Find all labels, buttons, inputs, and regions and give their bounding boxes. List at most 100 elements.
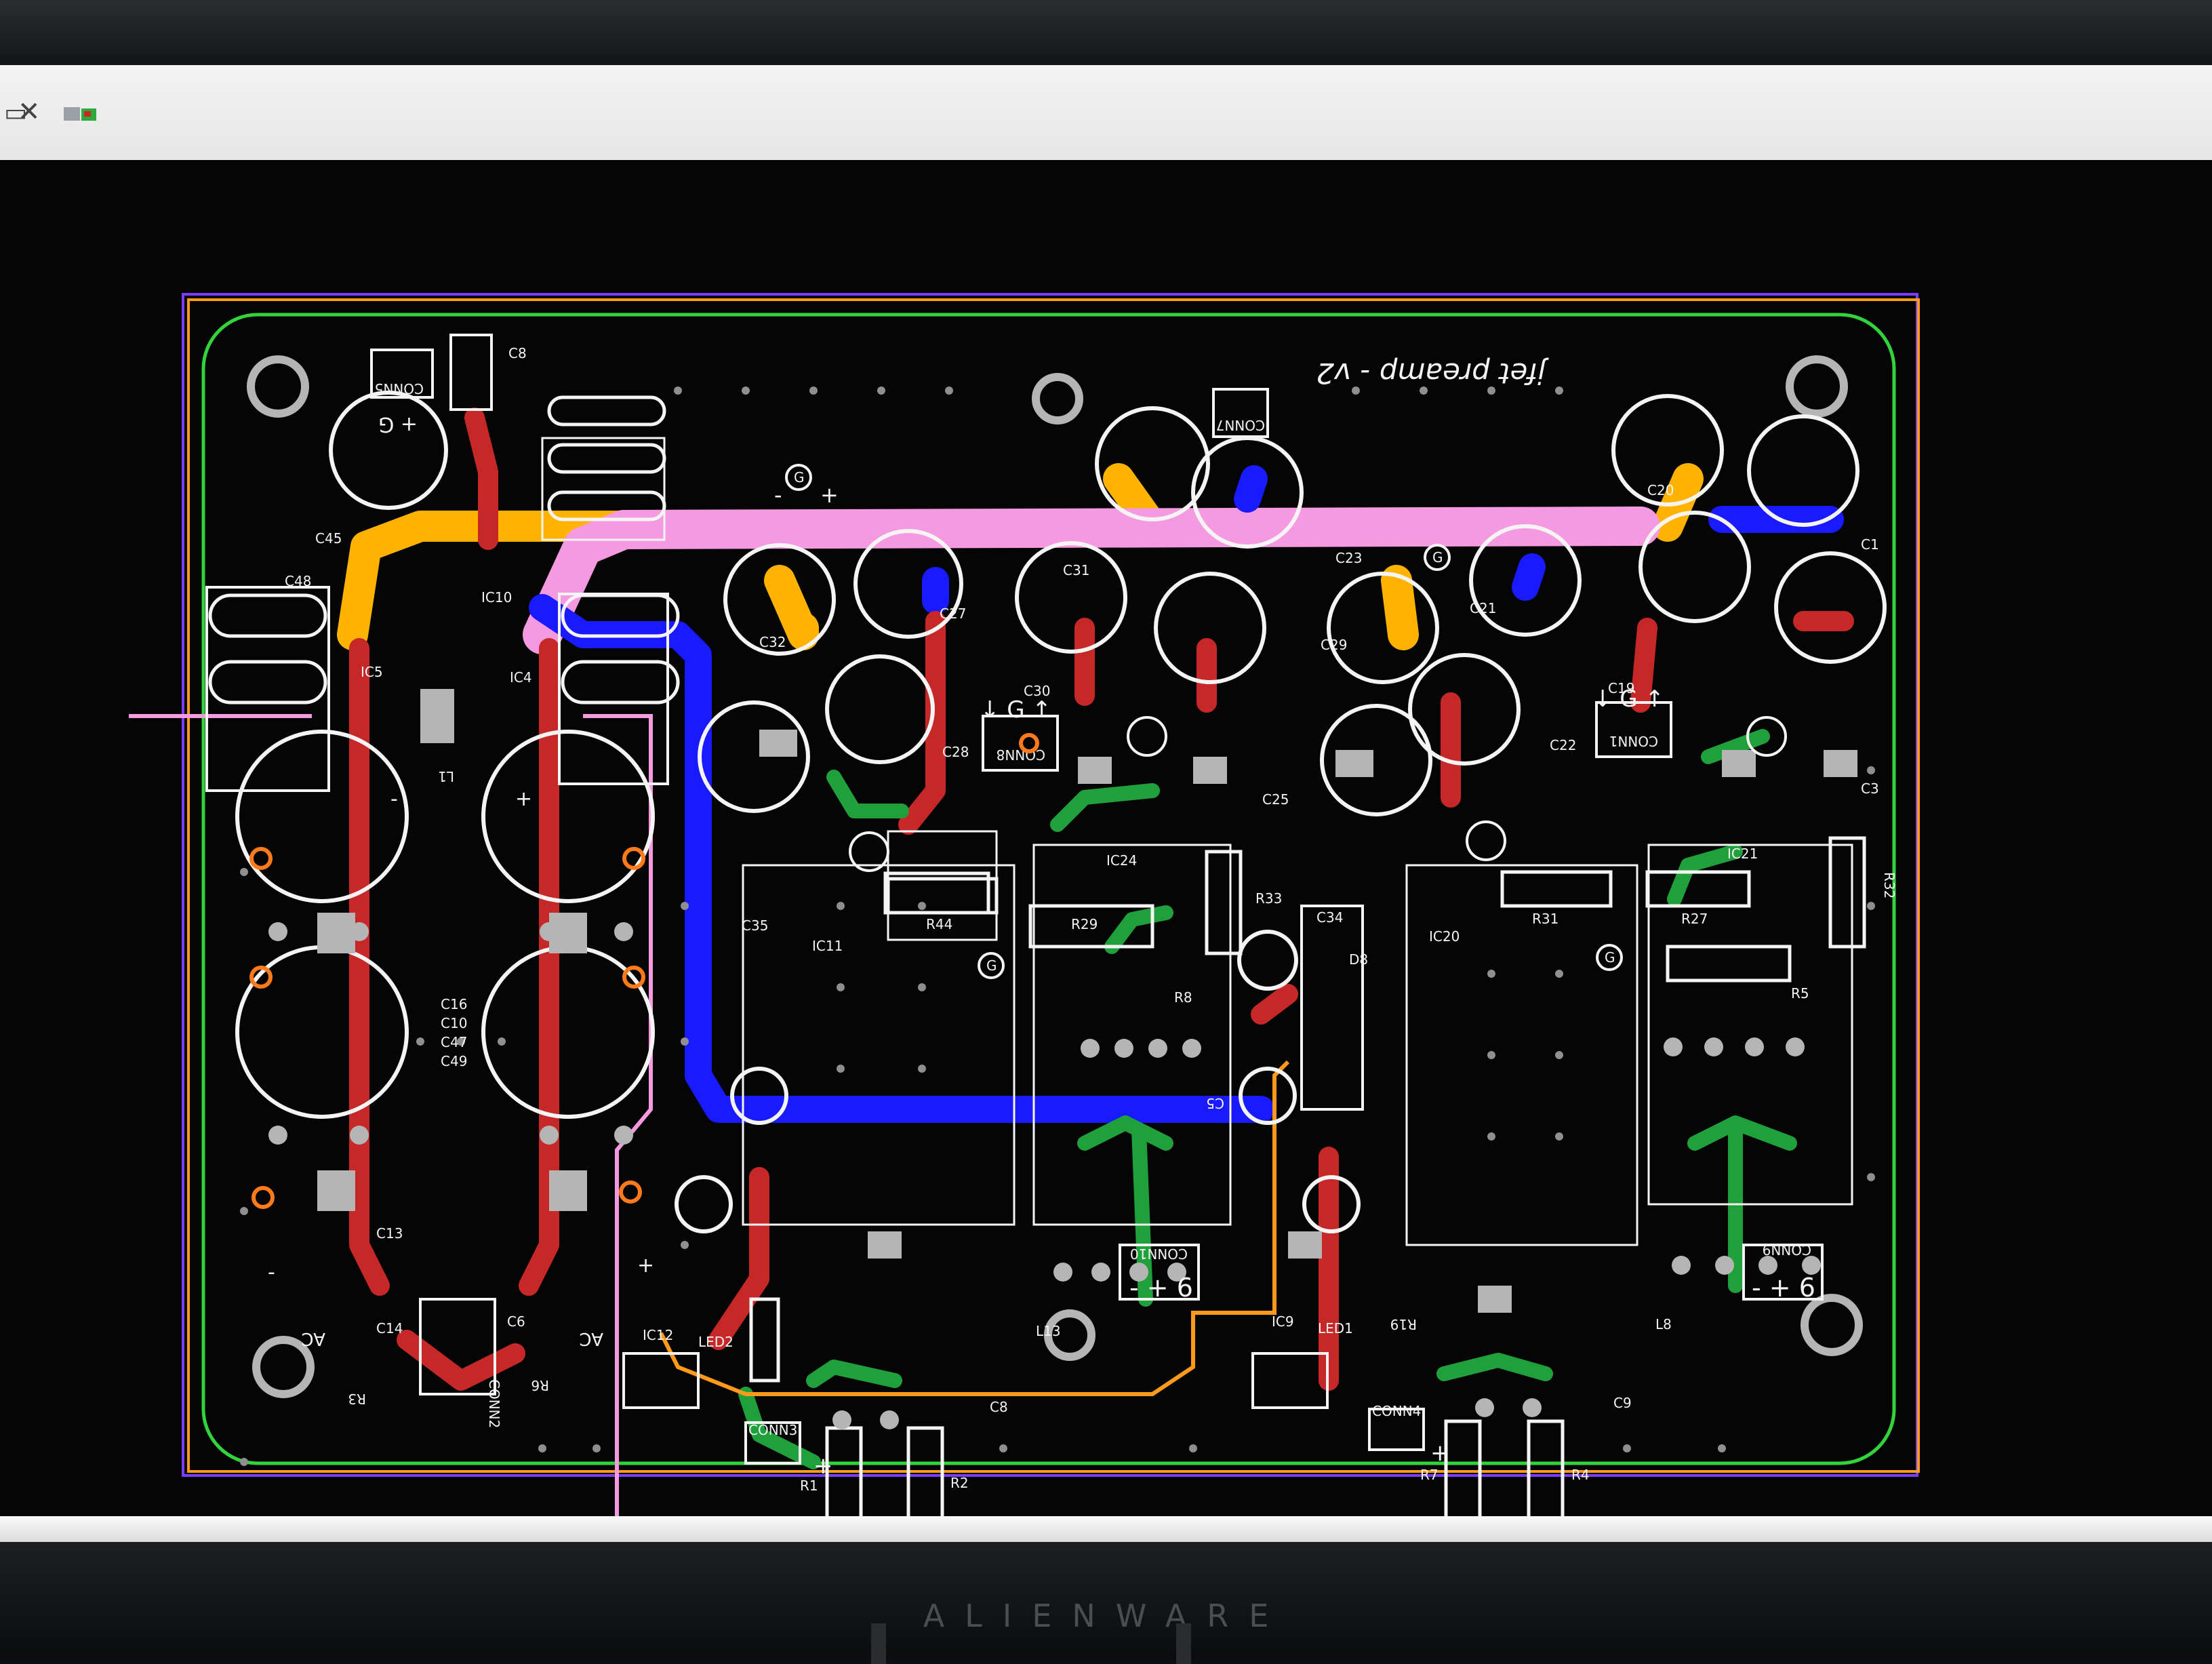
label-c34: C34 (1316, 909, 1343, 926)
label-conn8-sym: ↓ G ↑ (980, 696, 1051, 724)
label-minus-ac: - (268, 1261, 275, 1284)
minimize-icon[interactable]: ▭ (4, 99, 28, 127)
through-hole-pads (268, 922, 1821, 1429)
label-c6: C6 (507, 1313, 525, 1330)
electrolytic-capacitors (235, 391, 1887, 1233)
label-plus-top: + (820, 482, 839, 508)
ground-label-2: G (1432, 549, 1443, 566)
label-r3: R3 (348, 1391, 366, 1407)
label-led2: LED2 (698, 1334, 733, 1350)
monitor-bezel-bottom: ALIENWARE (0, 1542, 2212, 1664)
label-c21: C21 (1470, 600, 1496, 616)
pcb-app-icon[interactable] (61, 103, 102, 127)
smd-pads (317, 689, 1857, 1313)
label-c31: C31 (1063, 562, 1089, 578)
label-ic20: IC20 (1429, 928, 1460, 945)
top-copper-traces (349, 408, 1854, 1391)
label-ic24: IC24 (1106, 852, 1137, 869)
label-plus-conn3: + (813, 1452, 833, 1480)
label-c5: C5 (1206, 1095, 1224, 1111)
label-conn3: CONN3 (748, 1422, 797, 1438)
label-conn7: CONN7 (1216, 417, 1265, 433)
label-c16: C16 (441, 996, 467, 1012)
label-led1: LED1 (1318, 1320, 1353, 1336)
window-titlebar: ▭ ✕ (0, 65, 2212, 160)
label-c48: C48 (285, 573, 311, 589)
label-conn4: CONN4 (1372, 1403, 1421, 1419)
label-c9: C9 (1613, 1395, 1632, 1411)
ground-label-4: G (1605, 949, 1615, 966)
label-c30: C30 (1024, 683, 1050, 699)
label-c29: C29 (1321, 637, 1347, 653)
label-minus-top: - (774, 482, 782, 508)
screen-bottom-strip (0, 1516, 2212, 1542)
pcb-layout[interactable]: jfet preamp - v2 CONN5 + G C8 C48 C45 IC… (0, 160, 2212, 1572)
label-ic9: IC9 (1272, 1313, 1294, 1330)
label-c35: C35 (742, 917, 768, 934)
label-ic12: IC12 (643, 1327, 673, 1343)
label-ac-right: AC (580, 1328, 603, 1349)
monitor-stand-right (1176, 1623, 1191, 1664)
label-ic21: IC21 (1727, 846, 1758, 862)
label-c32: C32 (759, 634, 786, 650)
label-l8: L8 (1655, 1316, 1672, 1332)
label-r29: R29 (1071, 916, 1098, 932)
label-c8-top: C8 (508, 345, 527, 361)
monitor-stand-left (871, 1623, 886, 1664)
label-conn10: CONN10 (1130, 1246, 1188, 1262)
monitor-bezel-top (0, 0, 2212, 68)
pcb-canvas[interactable]: jfet preamp - v2 CONN5 + G C8 C48 C45 IC… (0, 160, 2212, 1572)
board-outline (182, 293, 1920, 1477)
label-r4: R4 (1571, 1467, 1590, 1483)
label-c8-bottom: C8 (990, 1399, 1008, 1415)
keepout-pads (249, 733, 1039, 1209)
label-r33: R33 (1255, 890, 1282, 907)
label-r6: R6 (531, 1377, 549, 1393)
label-conn1: CONN1 (1609, 733, 1658, 749)
net-highlight-pink (523, 507, 1660, 654)
label-c28: C28 (942, 744, 969, 760)
label-ac-left: AC (302, 1328, 325, 1349)
label-conn2: CONN2 (486, 1379, 502, 1428)
label-c14: C14 (376, 1320, 403, 1336)
label-ic11: IC11 (812, 938, 843, 954)
label-c3: C3 (1861, 780, 1879, 797)
terminal-blocks (208, 395, 680, 705)
close-icon[interactable]: ✕ (18, 96, 41, 127)
label-minus-left: - (390, 787, 398, 811)
ground-label-3: G (986, 957, 997, 974)
label-plus-ac: + (637, 1254, 654, 1277)
mounting-holes (247, 355, 1863, 1398)
monitor-brand: ALIENWARE (923, 1598, 1289, 1634)
thin-orange-trace (659, 1060, 1290, 1396)
label-plus-left: + (515, 787, 532, 811)
label-conn9: CONN9 (1763, 1242, 1811, 1258)
vias (240, 387, 1875, 1466)
label-c27: C27 (940, 606, 966, 622)
label-r31: R31 (1532, 911, 1559, 927)
label-r2: R2 (950, 1475, 969, 1491)
label-conn5: CONN5 (375, 380, 424, 397)
label-c1: C1 (1861, 536, 1879, 553)
module-outlines (541, 437, 1853, 1246)
board-title: jfet preamp - v2 (1316, 357, 1549, 390)
label-d8: D8 (1349, 951, 1368, 968)
label-conn5-sym: + G (378, 412, 418, 436)
label-r5: R5 (1791, 985, 1809, 1002)
label-c49: C49 (441, 1053, 467, 1069)
label-r27: R27 (1681, 911, 1708, 927)
label-r7: R7 (1420, 1467, 1439, 1483)
label-ic4: IC4 (510, 669, 532, 686)
label-c25: C25 (1262, 791, 1289, 808)
ic-footprints (622, 716, 1787, 1409)
label-c13: C13 (376, 1225, 403, 1242)
label-plus-conn4: + (1430, 1440, 1450, 1467)
label-c20: C20 (1647, 482, 1674, 498)
label-conn1-sym: ↓ G ↑ (1593, 686, 1664, 713)
label-r8: R8 (1174, 989, 1192, 1006)
label-r1: R1 (800, 1478, 818, 1494)
label-c10: C10 (441, 1015, 467, 1031)
label-r44: R44 (926, 916, 952, 932)
ground-label-1: G (794, 469, 805, 486)
monitor-screen: ▭ ✕ (0, 65, 2212, 1572)
